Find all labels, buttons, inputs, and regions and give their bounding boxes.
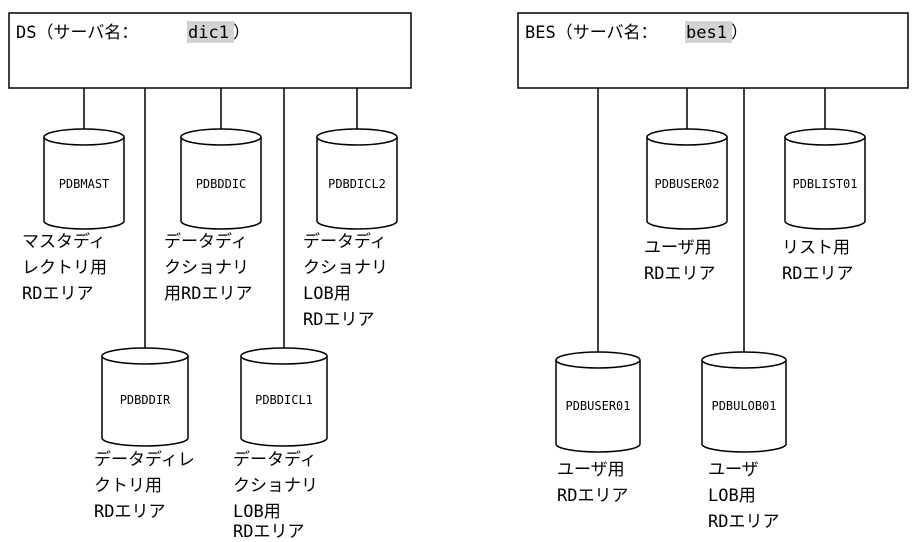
rd-area-pdbddic: PDBDDIC データディ クショナリ 用RDエリア [164, 128, 262, 304]
cylinder-label: PDBDICL2 [328, 177, 386, 191]
area-description-line: LOB用 [303, 284, 351, 304]
area-description-line: RDエリア [94, 502, 165, 522]
cylinder-pdbdicl2 [316, 128, 398, 230]
bes-server-name-highlight [685, 21, 732, 43]
cylinder-label: PDBUSER02 [654, 177, 719, 191]
area-description: データディレ クトリ用 RDエリア [94, 449, 205, 522]
ds-server: DS（サーバ名： dic1） [8, 12, 412, 89]
area-description-line: LOB用 [233, 502, 281, 522]
bes-server-name: bes1 [686, 23, 727, 43]
cylinder-pdbdicl1 [240, 347, 328, 447]
area-description-line: ユーザ用 [644, 238, 712, 258]
area-description-line: データディ [233, 449, 317, 470]
area-description-line: RDエリア [233, 522, 304, 542]
rd-area-pdbdicl2: PDBDICL2 データディ クショナリ LOB用 RDエリア [303, 128, 398, 330]
cylinder-label: PDBULOB01 [711, 399, 776, 413]
area-description-line: データディ [164, 231, 248, 252]
area-description-line: クショナリ [233, 476, 318, 496]
area-description: リスト用 RDエリア [782, 238, 860, 284]
cylinder-pdblist01 [784, 128, 866, 230]
area-description-line: データディ [303, 231, 387, 252]
area-description: ユーザ用 RDエリア [557, 460, 635, 506]
area-description: データディ クショナリ 用RDエリア [164, 231, 259, 304]
rd-area-pdbuser01: PDBUSER01 ユーザ用 RDエリア [555, 351, 641, 506]
rd-area-pdbmast: PDBMAST マスタディ レクトリ用 RDエリア [22, 128, 125, 304]
cylinder-label: PDBMAST [59, 177, 110, 191]
cylinder-label: PDBDICL1 [255, 393, 313, 407]
rd-area-pdblist01: PDBLIST01 リスト用 RDエリア [782, 128, 866, 284]
area-description-line: データディレ [94, 449, 195, 470]
bes-server-prefix: BES（サーバ名： [525, 23, 658, 43]
cylinder-pdbddic [180, 128, 262, 230]
connection-lines [83, 88, 826, 355]
cylinder-pdbuser02 [646, 128, 728, 230]
area-description-line: 用RDエリア [164, 284, 252, 304]
area-description-line: クショナリ [303, 258, 388, 278]
cylinder-pdbulob01 [701, 351, 787, 453]
area-description-line: クトリ用 [94, 476, 162, 496]
cylinder-label: PDBDDIC [196, 177, 247, 191]
cylinder-pdbddir [101, 347, 189, 447]
ds-server-suffix: ） [233, 23, 250, 43]
area-description-line: レクトリ用 [22, 258, 107, 278]
area-description: ユーザ LOB用 RDエリア [708, 460, 779, 532]
rd-area-pdbddir: PDBDDIR データディレ クトリ用 RDエリア [94, 347, 205, 522]
rd-area-pdbuser02: PDBUSER02 ユーザ用 RDエリア [644, 128, 728, 284]
area-description: データディ クショナリ LOB用 RDエリア [303, 231, 398, 330]
cylinder-pdbuser01 [555, 351, 641, 453]
cylinder-label: PDBLIST01 [792, 177, 857, 191]
bes-server-title: BES（サーバ名： bes1） [525, 23, 748, 43]
area-description-line: LOB用 [708, 486, 756, 506]
ds-server-name: dic1 [188, 23, 229, 43]
ds-server-title: DS（サーバ名： dic1） [16, 23, 250, 43]
area-description-line: RDエリア [22, 284, 93, 304]
area-description-line: リスト用 [782, 238, 850, 258]
area-description: マスタディ レクトリ用 RDエリア [22, 231, 117, 304]
bes-server-suffix: ） [731, 23, 748, 43]
area-description-line: ユーザ用 [557, 460, 625, 480]
cylinder-pdbmast [43, 128, 125, 230]
area-description-line: マスタディ [22, 231, 106, 252]
ds-server-name-highlight [187, 21, 234, 43]
area-description: データディ クショナリ LOB用 RDエリア [233, 449, 328, 542]
area-description-line: クショナリ [164, 258, 249, 278]
rd-area-pdbdicl1: PDBDICL1 データディ クショナリ LOB用 RDエリア [233, 347, 328, 542]
area-description: ユーザ用 RDエリア [644, 238, 722, 284]
cylinder-label: PDBDDIR [120, 393, 171, 407]
area-description-line: RDエリア [708, 512, 779, 532]
area-description-line: RDエリア [557, 486, 628, 506]
bes-server: BES（サーバ名： bes1） [517, 12, 909, 89]
area-description-line: ユーザ [708, 460, 759, 480]
area-description-line: RDエリア [303, 310, 374, 330]
rd-area-pdbulob01: PDBULOB01 ユーザ LOB用 RDエリア [701, 351, 787, 532]
area-description-line: RDエリア [782, 264, 853, 284]
area-description-line: RDエリア [644, 264, 715, 284]
ds-server-prefix: DS（サーバ名： [16, 23, 138, 43]
cylinder-label: PDBUSER01 [565, 399, 630, 413]
